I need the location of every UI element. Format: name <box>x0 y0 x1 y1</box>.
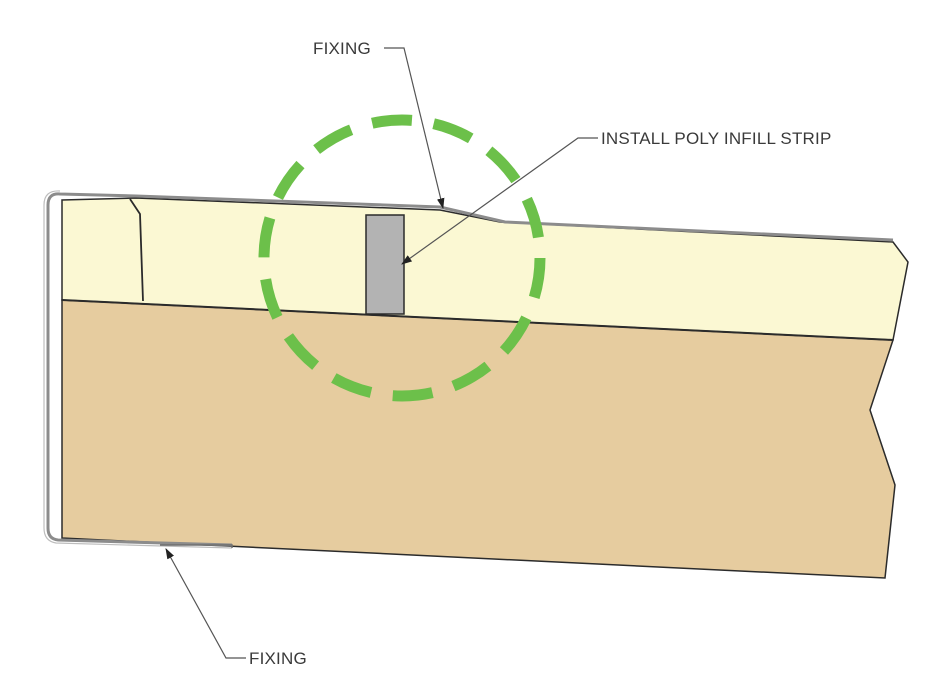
dashed-highlight-circle-icon <box>258 114 546 402</box>
flashing-lap <box>160 544 233 548</box>
metal-flashing-inner <box>43 190 233 549</box>
timber-layer <box>61 299 896 579</box>
leader-fixing-bottom <box>165 548 246 659</box>
leader-fixing-top <box>384 47 445 210</box>
callout-fixing-top: FIXING <box>313 39 371 58</box>
callout-install-poly-infill-strip: INSTALL POLY INFILL STRIP <box>601 129 831 148</box>
leader-infill-strip <box>401 137 598 265</box>
poly-infill-strip <box>365 214 405 315</box>
upper-layer-seam <box>129 198 144 302</box>
layer-joint-line <box>61 299 894 341</box>
callout-fixing-bottom: FIXING <box>249 649 307 668</box>
metal-flashing <box>46 192 894 547</box>
